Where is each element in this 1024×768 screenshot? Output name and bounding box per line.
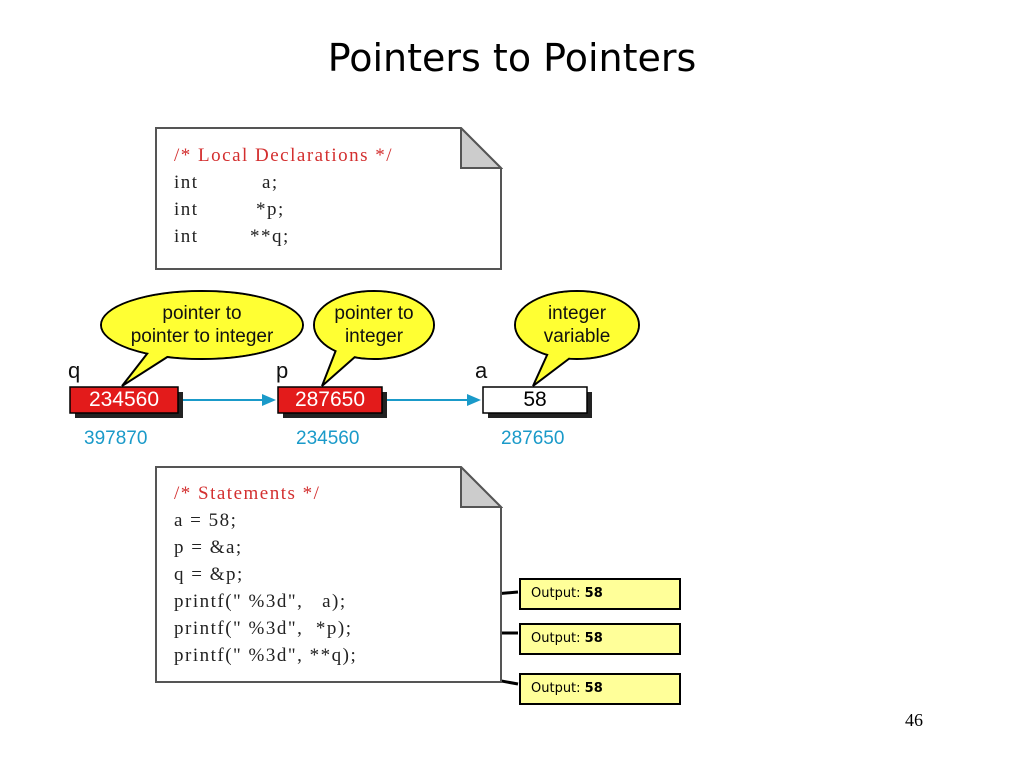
statement-line: q = &p;	[174, 564, 244, 585]
output-box: Output: 58	[519, 623, 681, 655]
value-box-a	[482, 386, 588, 414]
output-box: Output: 58	[519, 673, 681, 705]
statement-line: printf(" %3d", a);	[174, 591, 347, 612]
slide-title: Pointers to Pointers	[327, 36, 697, 80]
callout-tail-p	[321, 349, 357, 387]
statement-line: a = 58;	[174, 510, 238, 531]
statement-line: printf(" %3d", **q);	[174, 645, 358, 666]
declaration-type: int	[174, 226, 199, 247]
value-box-p	[277, 386, 383, 414]
statements-comment: /* Statements */	[174, 483, 321, 504]
declaration-name: **q;	[250, 226, 290, 247]
variable-address-a: 287650	[501, 428, 565, 449]
output-value: 58	[584, 586, 603, 601]
callout-text-q: pointer to pointer to integer	[102, 302, 302, 348]
callout-text-a: integer variable	[517, 302, 637, 348]
declarations-note-shape	[155, 127, 503, 270]
output-box: Output: 58	[519, 578, 681, 610]
callout-line: pointer to integer	[130, 326, 274, 347]
statement-line: printf(" %3d", *p);	[174, 618, 353, 639]
variable-address-q: 397870	[84, 428, 148, 449]
declarations-comment: /* Local Declarations */	[174, 145, 394, 166]
variable-name-p: p	[276, 358, 289, 383]
output-label: Output:	[531, 586, 585, 601]
output-label: Output:	[531, 681, 585, 696]
callout-text-p: pointer to integer	[314, 302, 434, 348]
value-box-q	[69, 386, 179, 414]
variable-name-a: a	[475, 358, 488, 383]
page-number: 46	[905, 710, 923, 730]
callout-line: integer	[344, 326, 404, 347]
callout-line: pointer to	[162, 303, 242, 324]
variable-address-p: 234560	[296, 428, 360, 449]
variable-name-q: q	[68, 358, 81, 383]
statement-line: p = &a;	[174, 537, 243, 558]
output-value: 58	[584, 681, 603, 696]
callout-line: integer	[547, 303, 607, 324]
declarations-note: /* Local Declarations */ int a; int *p; …	[174, 145, 474, 255]
variable-value-q: 234560	[88, 388, 160, 411]
variable-value-p: 287650	[294, 388, 366, 411]
statements-note: /* Statements */ a = 58; p = &a; q = &p;…	[174, 483, 474, 673]
declaration-name: a;	[262, 172, 279, 193]
output-value: 58	[584, 631, 603, 646]
callout-tail-a	[532, 352, 571, 387]
declaration-type: int	[174, 199, 199, 220]
declaration-type: int	[174, 172, 199, 193]
callout-line: variable	[543, 326, 611, 347]
variable-value-a: 58	[523, 388, 547, 411]
callout-line: pointer to	[334, 303, 414, 324]
declaration-name: *p;	[256, 199, 285, 220]
output-label: Output:	[531, 631, 585, 646]
callout-tail-q	[121, 349, 173, 387]
statements-note-shape	[155, 466, 503, 683]
